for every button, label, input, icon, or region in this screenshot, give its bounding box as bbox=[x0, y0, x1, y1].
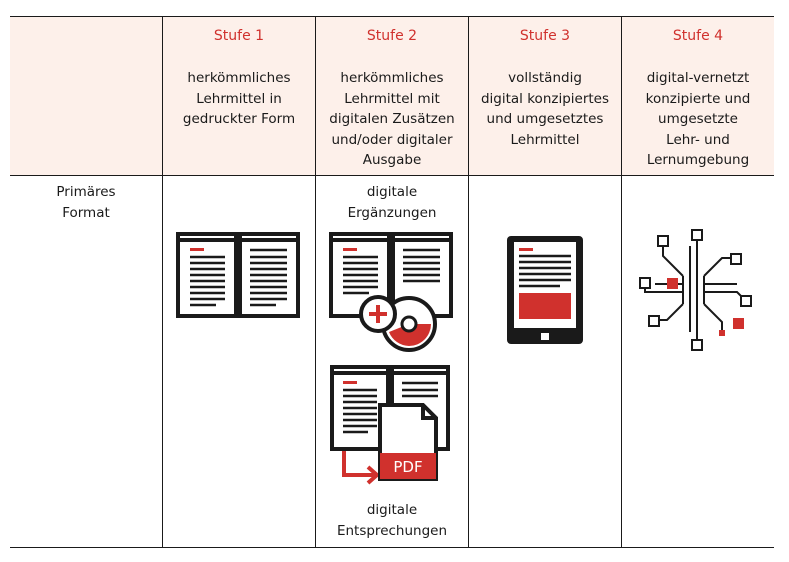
desc-line: vollständig bbox=[508, 70, 582, 86]
table-top-border bbox=[10, 16, 774, 17]
header-cell-stufe-3: Stufe 3 vollständig digital konzipiertes… bbox=[469, 16, 621, 175]
caption-line: digitale bbox=[366, 502, 418, 518]
book-with-cd-icon bbox=[329, 232, 453, 352]
column-divider bbox=[621, 16, 622, 548]
stufe-label: Stufe 4 bbox=[672, 28, 724, 44]
desc-line: Lehrmittel in bbox=[196, 90, 282, 107]
desc-line: digitalen Zusätzen bbox=[329, 111, 455, 127]
row-label-line: Primäres bbox=[56, 184, 116, 200]
stufe-description: herkömmliches Lehrmittel in gedruckter F… bbox=[167, 68, 311, 130]
stufe-description: digital-vernetzt konzipierte und umgeset… bbox=[626, 68, 770, 171]
header-cell-stufe-1: Stufe 1 herkömmliches Lehrmittel in gedr… bbox=[163, 16, 315, 175]
caption-line: Ergänzungen bbox=[347, 204, 437, 221]
header-row bbox=[10, 16, 774, 175]
stufen-table: Stufe 1 herkömmliches Lehrmittel in gedr… bbox=[10, 16, 774, 548]
pdf-label: PDF bbox=[393, 458, 422, 476]
row-label-primaeres-format: Primäres Format bbox=[10, 182, 162, 223]
header-cell-stufe-2: Stufe 2 herkömmliches Lehrmittel mit dig… bbox=[316, 16, 468, 175]
desc-line: herkömmliches bbox=[340, 70, 444, 86]
caption-digitale-entsprechungen: digitale Entsprechungen bbox=[316, 500, 468, 541]
column-divider bbox=[468, 16, 469, 548]
printed-book-icon bbox=[176, 232, 300, 318]
header-cell-stufe-4: Stufe 4 digital-vernetzt konzipierte und… bbox=[622, 16, 774, 175]
desc-line: und umgesetztes bbox=[486, 111, 604, 127]
network-icon bbox=[639, 229, 752, 351]
desc-line: herkömmliches bbox=[187, 70, 291, 86]
column-divider bbox=[315, 16, 316, 548]
column-divider bbox=[162, 16, 163, 548]
stufe-description: herkömmliches Lehrmittel mit digitalen Z… bbox=[320, 68, 464, 171]
desc-line: Lehrmittel bbox=[510, 131, 580, 148]
table-bottom-border bbox=[10, 547, 774, 548]
tablet-icon bbox=[507, 236, 583, 344]
desc-line: Lehrmittel mit bbox=[344, 90, 440, 107]
row-label-line: Format bbox=[62, 204, 110, 221]
stufe-label: Stufe 3 bbox=[519, 28, 571, 44]
header-bottom-border bbox=[10, 175, 774, 176]
desc-line: Lehr- und bbox=[666, 131, 730, 148]
desc-line: Ausgabe bbox=[362, 152, 422, 168]
desc-line: gedruckter Form bbox=[182, 111, 296, 127]
desc-line: Lernumgebung bbox=[646, 152, 750, 168]
desc-line: digital konzipiertes bbox=[480, 90, 610, 107]
caption-line: digitale bbox=[366, 184, 418, 200]
stufe-label: Stufe 2 bbox=[366, 28, 418, 44]
stufe-label: Stufe 1 bbox=[213, 28, 265, 44]
caption-line: Entsprechungen bbox=[336, 522, 448, 539]
caption-digitale-ergaenzungen: digitale Ergänzungen bbox=[316, 182, 468, 223]
desc-line: umgesetzte bbox=[658, 111, 738, 127]
stufe-description: vollständig digital konzipiertes und umg… bbox=[473, 68, 617, 150]
desc-line: und/oder digitaler bbox=[331, 131, 453, 148]
book-to-pdf-icon: PDF bbox=[330, 365, 450, 485]
desc-line: konzipierte und bbox=[645, 90, 751, 107]
desc-line: digital-vernetzt bbox=[646, 70, 750, 86]
